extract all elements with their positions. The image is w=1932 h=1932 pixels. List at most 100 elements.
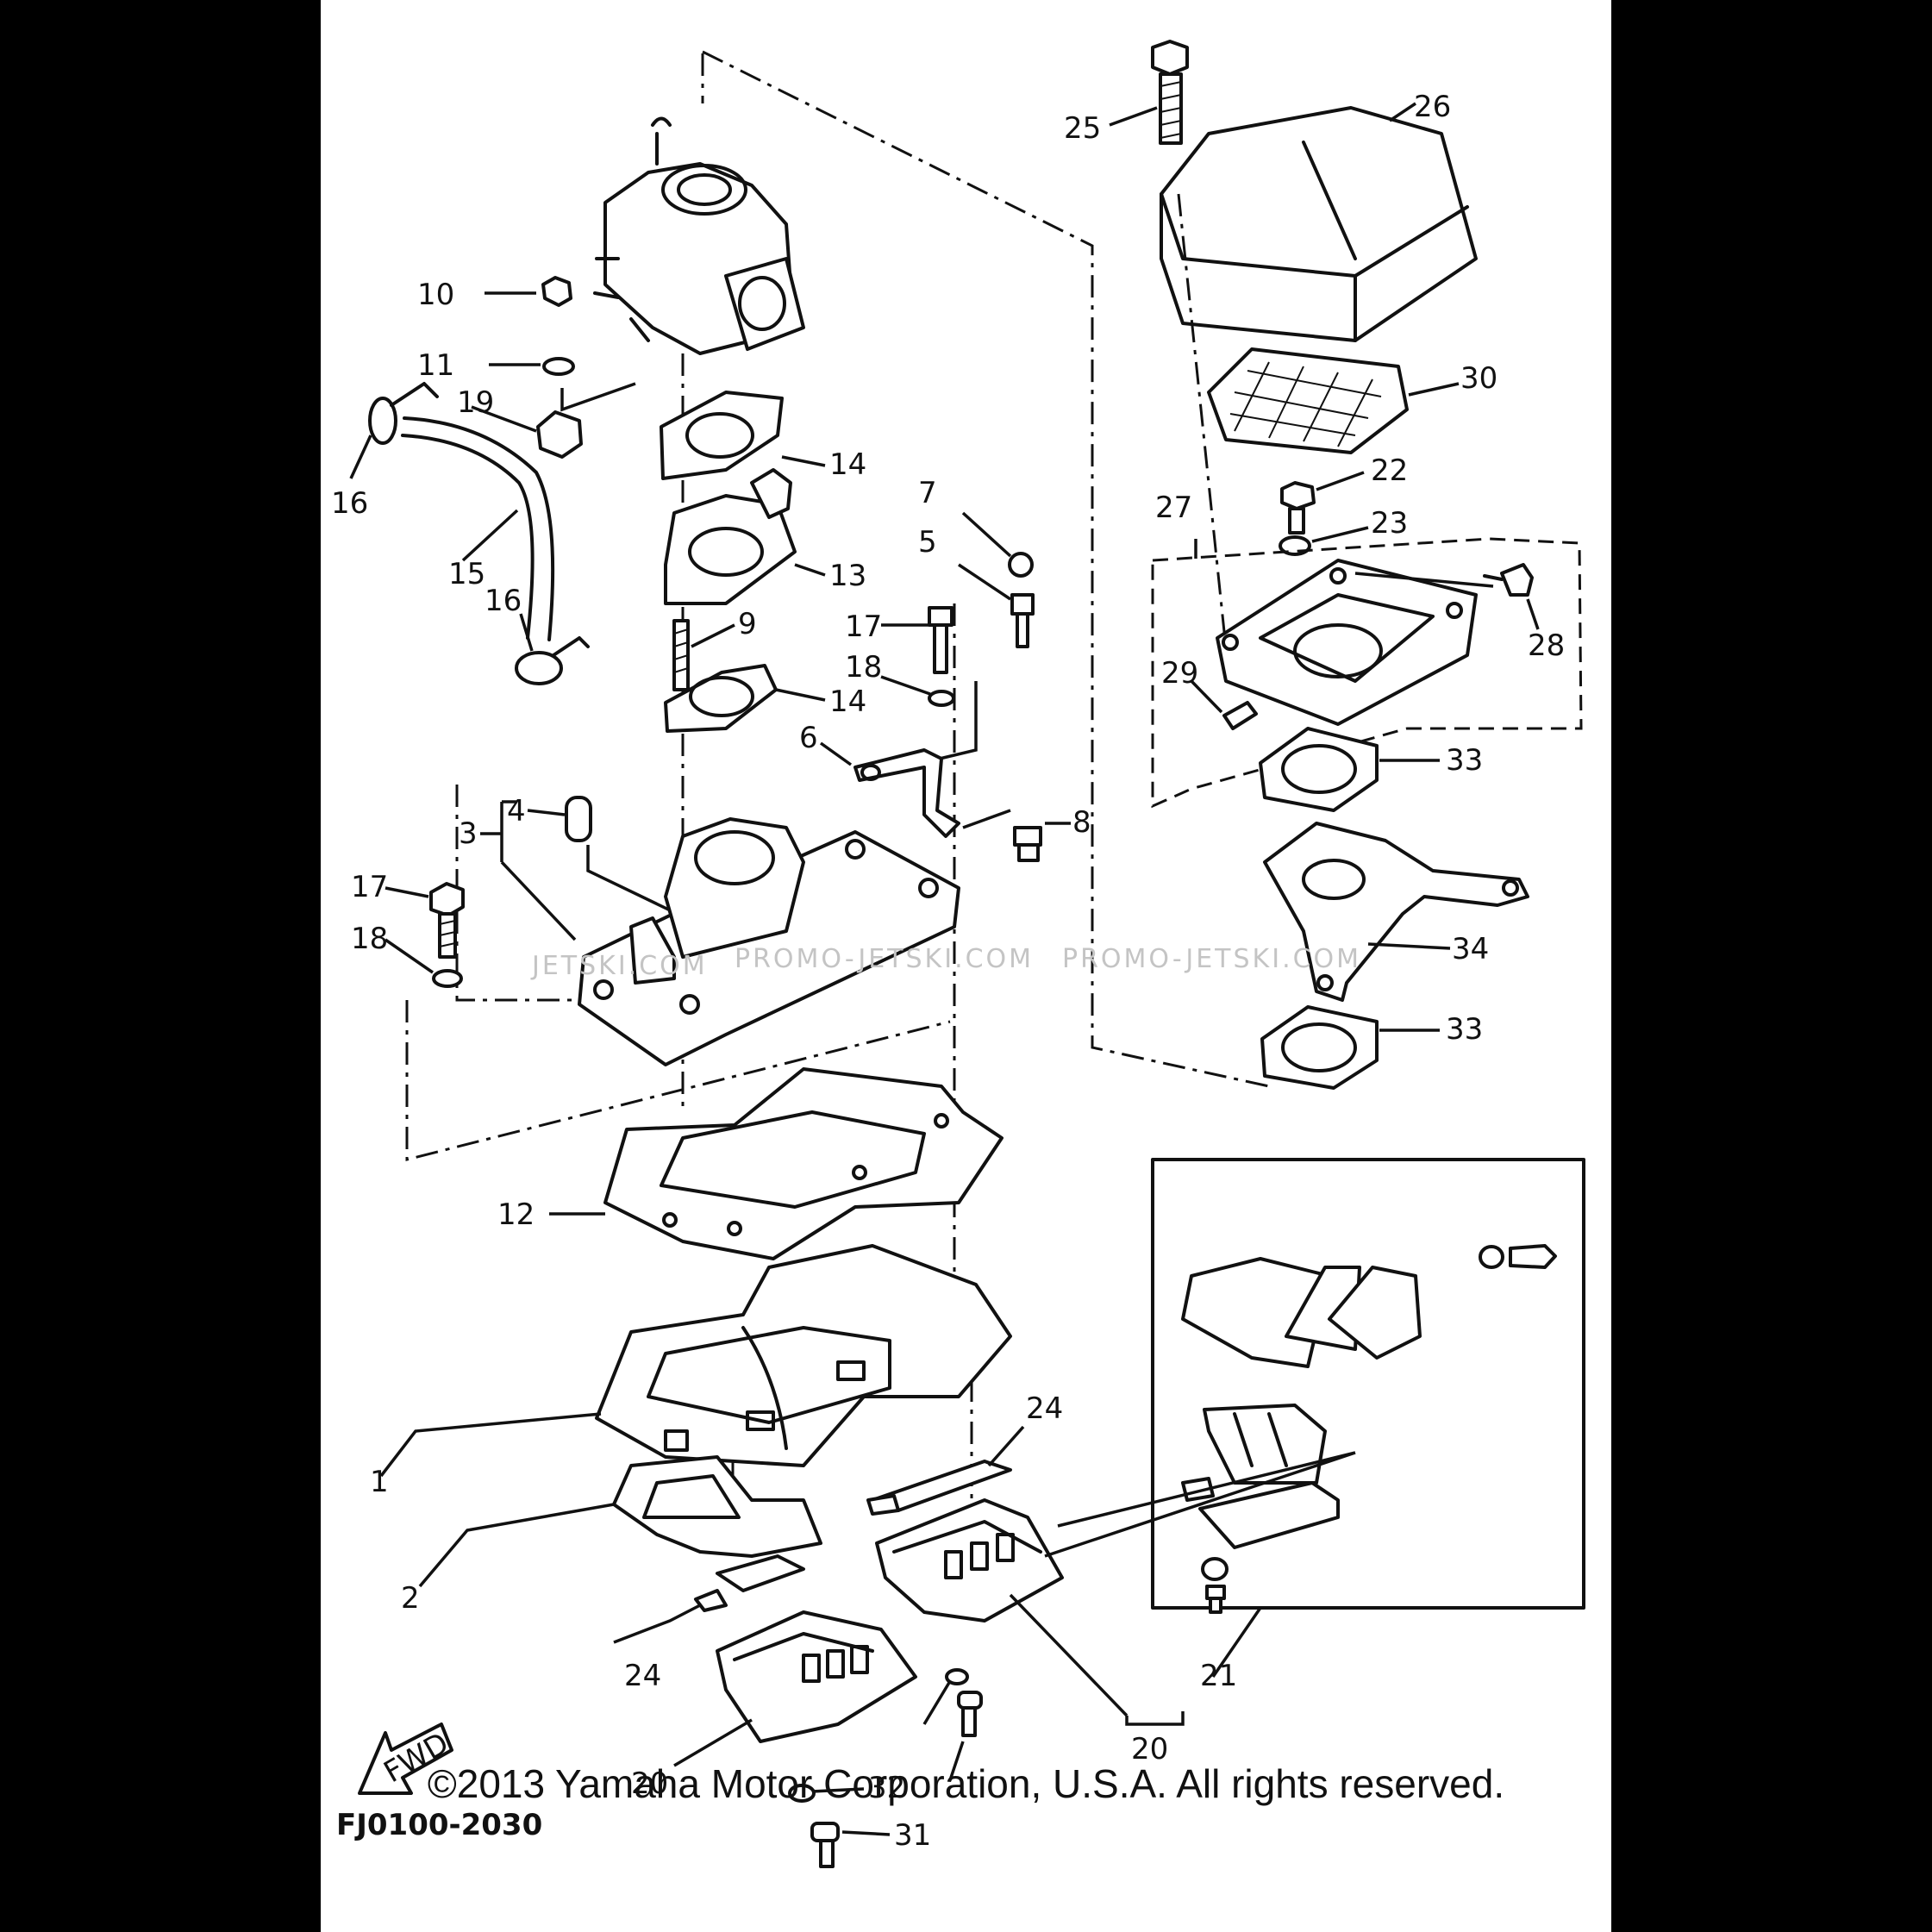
air-filter-cover xyxy=(1160,106,1478,342)
washer-left xyxy=(432,969,463,988)
leader-8-to-bracket xyxy=(962,809,1011,829)
leader-23 xyxy=(1311,526,1369,543)
leader-1 xyxy=(379,1412,602,1478)
gasket-33-lower xyxy=(1260,1005,1379,1090)
callout-21: 21 xyxy=(1200,1659,1237,1693)
diagram-sheet: FWD JETSKI.COM PROMO-JETSKI.COM PROMO-JE… xyxy=(321,0,1611,1932)
callout-33-lower: 33 xyxy=(1446,1012,1483,1047)
leader-22 xyxy=(1316,471,1365,491)
callout-33-upper: 33 xyxy=(1446,743,1483,778)
screw-31 xyxy=(810,1822,840,1868)
callout-3: 3 xyxy=(459,816,478,851)
leader-34 xyxy=(1367,942,1451,950)
intake-manifold xyxy=(578,817,960,1066)
carb-gasket-upper xyxy=(660,391,784,480)
leader-32 xyxy=(811,1680,952,1793)
leader-13 xyxy=(794,563,826,577)
leader-28 xyxy=(1526,598,1540,630)
callout-17-right: 17 xyxy=(845,610,882,644)
callout-12: 12 xyxy=(497,1197,535,1232)
leader-29 xyxy=(1190,679,1223,714)
leader-14-lower xyxy=(775,688,826,702)
callout-24-right: 24 xyxy=(1026,1391,1063,1426)
callout-6: 6 xyxy=(799,721,818,755)
reed-valve-left xyxy=(716,1610,917,1743)
callout-18-right: 18 xyxy=(845,650,882,685)
bolt-25 xyxy=(1151,40,1189,145)
callout-16-top: 16 xyxy=(331,486,368,521)
callout-8: 8 xyxy=(1072,805,1091,840)
reed-valve-housing xyxy=(595,1244,1012,1467)
alignment-chain-main xyxy=(701,50,1270,1088)
leader-6 xyxy=(819,741,853,766)
leader-31 xyxy=(841,1741,965,1836)
washer xyxy=(542,357,575,376)
callout-10: 10 xyxy=(417,278,454,312)
reed-stopper-left xyxy=(694,1554,805,1612)
callout-25: 25 xyxy=(1064,111,1101,146)
breather-fitting xyxy=(1483,563,1534,597)
leader-28-link xyxy=(1354,572,1494,588)
cover-chain xyxy=(1177,193,1228,649)
leader-25 xyxy=(1109,106,1158,127)
gasket-33-upper xyxy=(1259,727,1379,812)
throttle-bracket xyxy=(853,748,960,838)
bolt-left xyxy=(429,882,465,959)
hose-clamp-bottom xyxy=(515,636,590,685)
leader-26 xyxy=(1389,102,1416,122)
callout-17-left: 17 xyxy=(351,870,388,904)
hose-holder xyxy=(536,410,583,459)
leader-4 xyxy=(527,809,566,816)
fuel-hose xyxy=(401,434,535,640)
callout-26: 26 xyxy=(1414,90,1451,124)
callout-30: 30 xyxy=(1460,361,1497,396)
reed-stopper-right xyxy=(866,1460,1012,1516)
filter-case xyxy=(1216,559,1478,726)
callout-20-left: 20 xyxy=(631,1766,668,1801)
housing-gasket xyxy=(612,1455,822,1558)
washer-32 xyxy=(788,1784,816,1803)
callout-31: 31 xyxy=(894,1818,931,1853)
callout-15: 15 xyxy=(448,557,485,591)
callout-22: 22 xyxy=(1371,453,1408,488)
watermark-2: PROMO-JETSKI.COM xyxy=(735,944,1034,974)
callout-23: 23 xyxy=(1371,506,1408,541)
screw-31-upper xyxy=(957,1691,983,1737)
leader-19 xyxy=(471,405,537,433)
callout-19: 19 xyxy=(457,385,494,420)
callout-32: 32 xyxy=(868,1771,905,1805)
leader-7 xyxy=(961,511,1012,558)
leader-carb-stud xyxy=(560,382,636,412)
reed-detail-box xyxy=(1151,1158,1585,1610)
leader-20-right xyxy=(1009,1593,1185,1726)
callout-13: 13 xyxy=(829,559,866,593)
carburetor xyxy=(593,116,805,355)
callout-28: 28 xyxy=(1528,628,1565,663)
leader-17-left xyxy=(385,886,429,898)
callout-14-upper: 14 xyxy=(829,447,866,482)
leader-14-upper xyxy=(781,455,826,467)
fuel-hose-inner xyxy=(403,416,555,641)
carb-joint xyxy=(664,468,797,605)
callout-4: 4 xyxy=(507,794,526,828)
bolt-22 xyxy=(1280,481,1316,535)
leader-2 xyxy=(418,1503,615,1588)
assembly-box-27 xyxy=(1151,537,1583,809)
washer-32-upper xyxy=(945,1668,969,1685)
hose-clamp-top xyxy=(368,382,439,445)
reed-detail-exploded xyxy=(1181,1244,1557,1614)
callout-20-right: 20 xyxy=(1131,1732,1168,1766)
watermark-1: JETSKI.COM xyxy=(530,951,708,981)
callout-14-lower: 14 xyxy=(829,685,866,719)
leader-21 xyxy=(1044,1451,1356,1678)
drain-bolt xyxy=(1013,826,1042,862)
callout-27: 27 xyxy=(1155,491,1192,525)
screw xyxy=(1010,593,1035,648)
mounting-bracket xyxy=(1263,822,1529,1002)
leader-24-left xyxy=(613,1604,701,1644)
screw-29 xyxy=(1222,701,1258,730)
callout-34: 34 xyxy=(1452,932,1489,966)
callout-7: 7 xyxy=(918,476,937,510)
air-filter-element xyxy=(1207,347,1409,454)
callout-29: 29 xyxy=(1161,656,1198,691)
